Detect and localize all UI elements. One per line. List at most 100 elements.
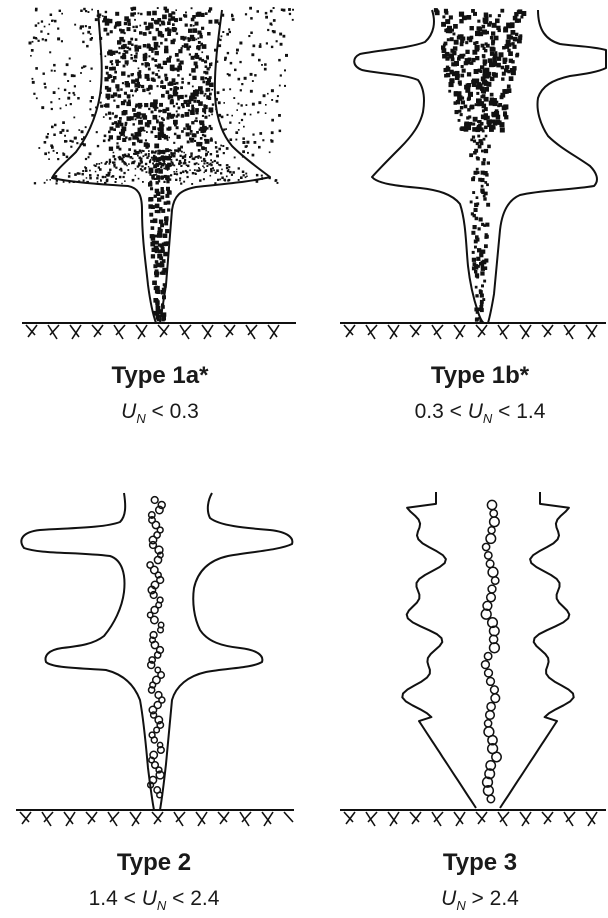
stipple-dot <box>153 167 154 168</box>
stipple-dot <box>476 92 479 95</box>
stipple-dot <box>443 44 446 47</box>
stipple-dot <box>277 95 279 97</box>
stipple-dot <box>153 79 156 82</box>
stipple-dot <box>117 21 122 26</box>
stipple-dot <box>242 141 245 144</box>
stipple-dot <box>254 141 257 144</box>
stipple-dot <box>247 152 249 154</box>
stipple-dot <box>271 99 273 101</box>
stipple-dot <box>185 24 188 27</box>
stipple-dot <box>214 182 216 184</box>
stipple-dot <box>59 10 61 12</box>
stipple-dot <box>199 35 202 38</box>
stipple-dot <box>202 165 204 167</box>
stipple-dot <box>142 181 144 183</box>
stipple-dot <box>131 162 134 165</box>
ground-hatch-mark <box>226 325 235 337</box>
stipple-dot <box>145 139 147 141</box>
stipple-dot <box>97 145 99 147</box>
stipple-dot <box>480 294 484 298</box>
stipple-dot <box>127 116 132 121</box>
stipple-dot <box>201 13 205 17</box>
stipple-dot <box>56 152 58 154</box>
ground-hatch-mark <box>28 325 37 337</box>
stipple-dot <box>205 169 207 171</box>
stipple-dot <box>265 12 268 15</box>
stipple-dot <box>132 26 134 28</box>
stipple-dot <box>149 92 151 94</box>
stipple-dot <box>476 156 479 159</box>
stipple-dot <box>209 20 213 24</box>
stipple-dot <box>134 45 137 48</box>
stipple-dot <box>236 49 239 52</box>
stipple-dot <box>141 85 144 88</box>
stipple-dot <box>210 139 213 142</box>
stipple-dot <box>140 152 142 154</box>
stipple-dot <box>137 155 139 157</box>
stipple-dot <box>231 115 233 117</box>
stipple-dot <box>222 145 224 147</box>
stipple-dot <box>116 105 119 108</box>
particle-circle <box>491 694 500 703</box>
stipple-dot <box>163 61 167 65</box>
stipple-dot <box>133 153 135 155</box>
stipple-dot <box>483 158 486 161</box>
stipple-dot <box>191 68 196 73</box>
stipple-dot <box>460 42 464 46</box>
stipple-dot <box>83 180 85 182</box>
stipple-dot <box>521 11 526 16</box>
stipple-dot <box>80 72 82 74</box>
stipple-dot <box>454 40 459 45</box>
stipple-dot <box>478 99 482 103</box>
stipple-dot <box>484 13 489 18</box>
stipple-dot <box>502 89 506 93</box>
stipple-dot <box>505 65 509 69</box>
stipple-dot <box>218 101 221 104</box>
stipple-dot <box>61 13 63 15</box>
stipple-dot <box>203 160 205 162</box>
stipple-dot <box>181 81 184 84</box>
stipple-dot <box>180 165 182 167</box>
stipple-dot <box>504 26 508 30</box>
stipple-dot <box>159 157 161 159</box>
particle-circle <box>488 567 498 577</box>
stipple-dot <box>169 154 171 156</box>
stipple-dot <box>256 174 259 177</box>
stipple-dot <box>209 125 212 128</box>
stipple-dot <box>502 72 506 76</box>
stipple-dot <box>139 149 141 151</box>
stipple-dot <box>172 153 174 155</box>
stipple-dot <box>128 163 130 165</box>
stipple-dot <box>204 116 207 119</box>
stipple-dot <box>454 71 459 76</box>
stipple-dot <box>156 192 160 196</box>
stipple-dot <box>271 119 274 122</box>
stipple-dot <box>152 163 154 165</box>
stipple-dot <box>150 103 154 107</box>
stipple-dot <box>164 74 167 77</box>
stipple-dot <box>483 62 487 66</box>
stipple-dot <box>168 137 170 139</box>
stipple-dot <box>446 73 450 77</box>
stipple-dot <box>482 54 486 58</box>
stipple-dot <box>242 156 244 158</box>
stipple-dot <box>445 57 449 61</box>
particle-circle <box>490 510 497 517</box>
stipple-dot <box>151 131 154 134</box>
stipple-dot <box>181 47 183 49</box>
stipple-dot <box>218 114 221 117</box>
stipple-dot <box>89 80 91 82</box>
stipple-dot <box>273 30 276 33</box>
stipple-dot <box>241 104 243 106</box>
ground-hatch-mark <box>132 812 141 826</box>
stipple-dot <box>240 89 242 91</box>
stipple-dot <box>476 257 480 261</box>
stipple-dot <box>481 185 484 188</box>
stipple-dot <box>154 59 157 62</box>
stipple-dot <box>194 120 196 122</box>
stipple-dot <box>479 217 483 221</box>
stipple-dot <box>475 309 478 312</box>
stipple-dot <box>100 53 102 55</box>
stipple-dot <box>490 36 494 40</box>
stipple-dot <box>83 136 86 139</box>
